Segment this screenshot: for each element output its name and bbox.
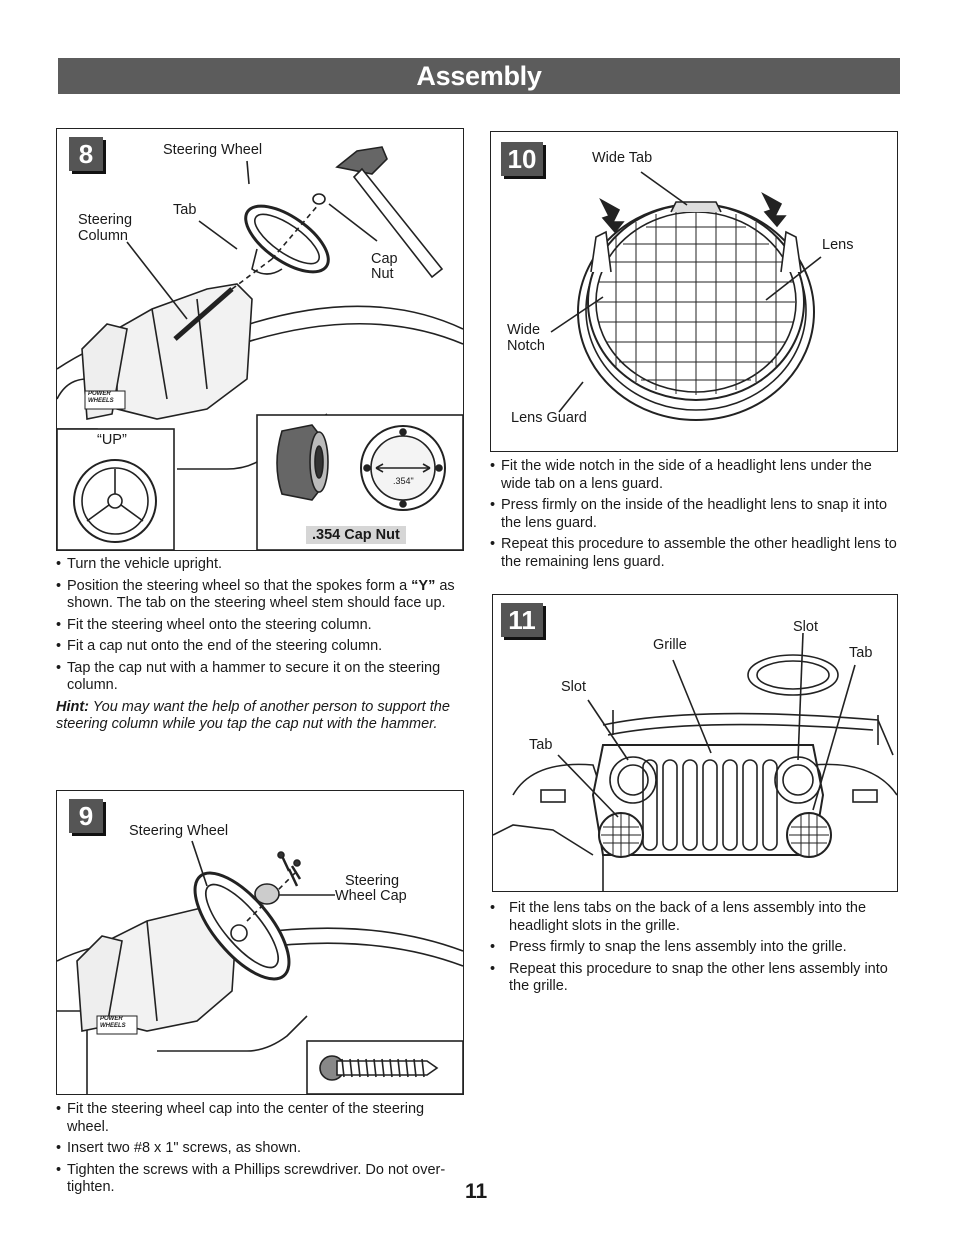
step-8-instructions: Turn the vehicle upright. Position the s… (56, 556, 456, 734)
label-grille: Grille (653, 637, 687, 653)
label-dimension: .354" (393, 476, 414, 486)
label-up: “UP” (97, 432, 127, 448)
logo-text: WHEELS (100, 1023, 126, 1029)
cap-nut-caption: .354 Cap Nut (306, 526, 406, 544)
list-item: Tighten the screws with a Phillips screw… (56, 1162, 456, 1197)
list-item: Repeat this procedure to assemble the ot… (490, 536, 898, 571)
label-wide-notch-line2: Notch (507, 338, 545, 354)
list-item: Tap the cap nut with a hammer to secure … (56, 660, 456, 695)
label-steering-column-line1: Steering (78, 212, 133, 228)
list-item: Fit the lens tabs on the back of a lens … (490, 900, 898, 935)
label-tab: Tab (173, 202, 197, 218)
list-item: Press firmly to snap the lens assembly i… (490, 939, 898, 957)
step-number-badge: 9 (69, 799, 103, 833)
label-lens: Lens (822, 237, 854, 253)
label-steering-wheel: Steering Wheel (129, 823, 229, 839)
list-item: Insert two #8 x 1" screws, as shown. (56, 1140, 456, 1158)
hint-text: You may want the help of another person … (56, 698, 450, 733)
label-tab: Tab (529, 737, 553, 753)
label-steering-wheel: Steering Wheel (163, 142, 263, 158)
list-item: Fit the wide notch in the side of a head… (490, 458, 898, 493)
list-item-text: as shown. The tab on the steering wheel … (67, 577, 455, 612)
step-9-instructions: Fit the steering wheel cap into the cent… (56, 1101, 456, 1201)
hint: Hint: You may want the help of another p… (56, 699, 456, 734)
label-steering-wheel-cap-line2: Wheel Cap (335, 888, 407, 904)
label-slot: Slot (793, 619, 818, 635)
list-item: Fit the steering wheel onto the steering… (56, 617, 456, 635)
logo-text: POWER (88, 391, 111, 397)
step-number-badge: 11 (501, 603, 543, 637)
step-10-illustration (550, 171, 822, 421)
emphasis: “Y” (411, 577, 436, 594)
logo-text: POWER (100, 1016, 123, 1022)
list-item: Repeat this procedure to snap the other … (490, 961, 898, 996)
page-number: 11 (465, 1180, 488, 1203)
step-number-badge: 8 (69, 137, 103, 171)
list-item: Fit a cap nut onto the end of the steeri… (56, 638, 456, 656)
list-item: Position the steering wheel so that the … (56, 578, 456, 613)
label-lens-guard: Lens Guard (511, 410, 587, 426)
label-cap-nut-line2: Nut (371, 266, 394, 282)
label-tab: Tab (849, 645, 873, 661)
list-item: Fit the steering wheel cap into the cent… (56, 1101, 456, 1136)
label-wide-notch-line1: Wide (507, 322, 541, 338)
step-8-illustration (57, 146, 463, 550)
list-item: Turn the vehicle upright. (56, 556, 456, 574)
label-wide-tab: Wide Tab (592, 150, 653, 166)
label-cap-nut-line1: Cap (371, 251, 398, 267)
step-11-illustration (493, 632, 897, 891)
step-11-instructions: Fit the lens tabs on the back of a lens … (490, 900, 898, 1000)
step-10-instructions: Fit the wide notch in the side of a head… (490, 458, 898, 575)
page-title: Assembly (58, 58, 900, 94)
step-number-badge: 10 (501, 142, 543, 176)
step-10-figure: 10 Wide Tab Lens Wide Notch Lens Guard (490, 131, 898, 452)
label-slot: Slot (561, 679, 586, 695)
label-steering-column-line2: Column (78, 228, 128, 244)
list-item-text: Position the steering wheel so that the … (67, 577, 412, 594)
step-8-figure: 8 Steering Wheel Tab Steering Column Cap… (56, 128, 464, 551)
step-11-figure: 11 Slot Grille Tab Slot Tab (492, 594, 898, 892)
hint-label: Hint: (56, 698, 90, 715)
step-9-illustration (57, 840, 463, 1094)
step-9-figure: 9 Steering Wheel Steering Wheel Cap POWE… (56, 790, 464, 1095)
list-item: Press firmly on the inside of the headli… (490, 497, 898, 532)
label-steering-wheel-cap-line1: Steering (345, 873, 400, 889)
logo-text: WHEELS (88, 398, 114, 404)
